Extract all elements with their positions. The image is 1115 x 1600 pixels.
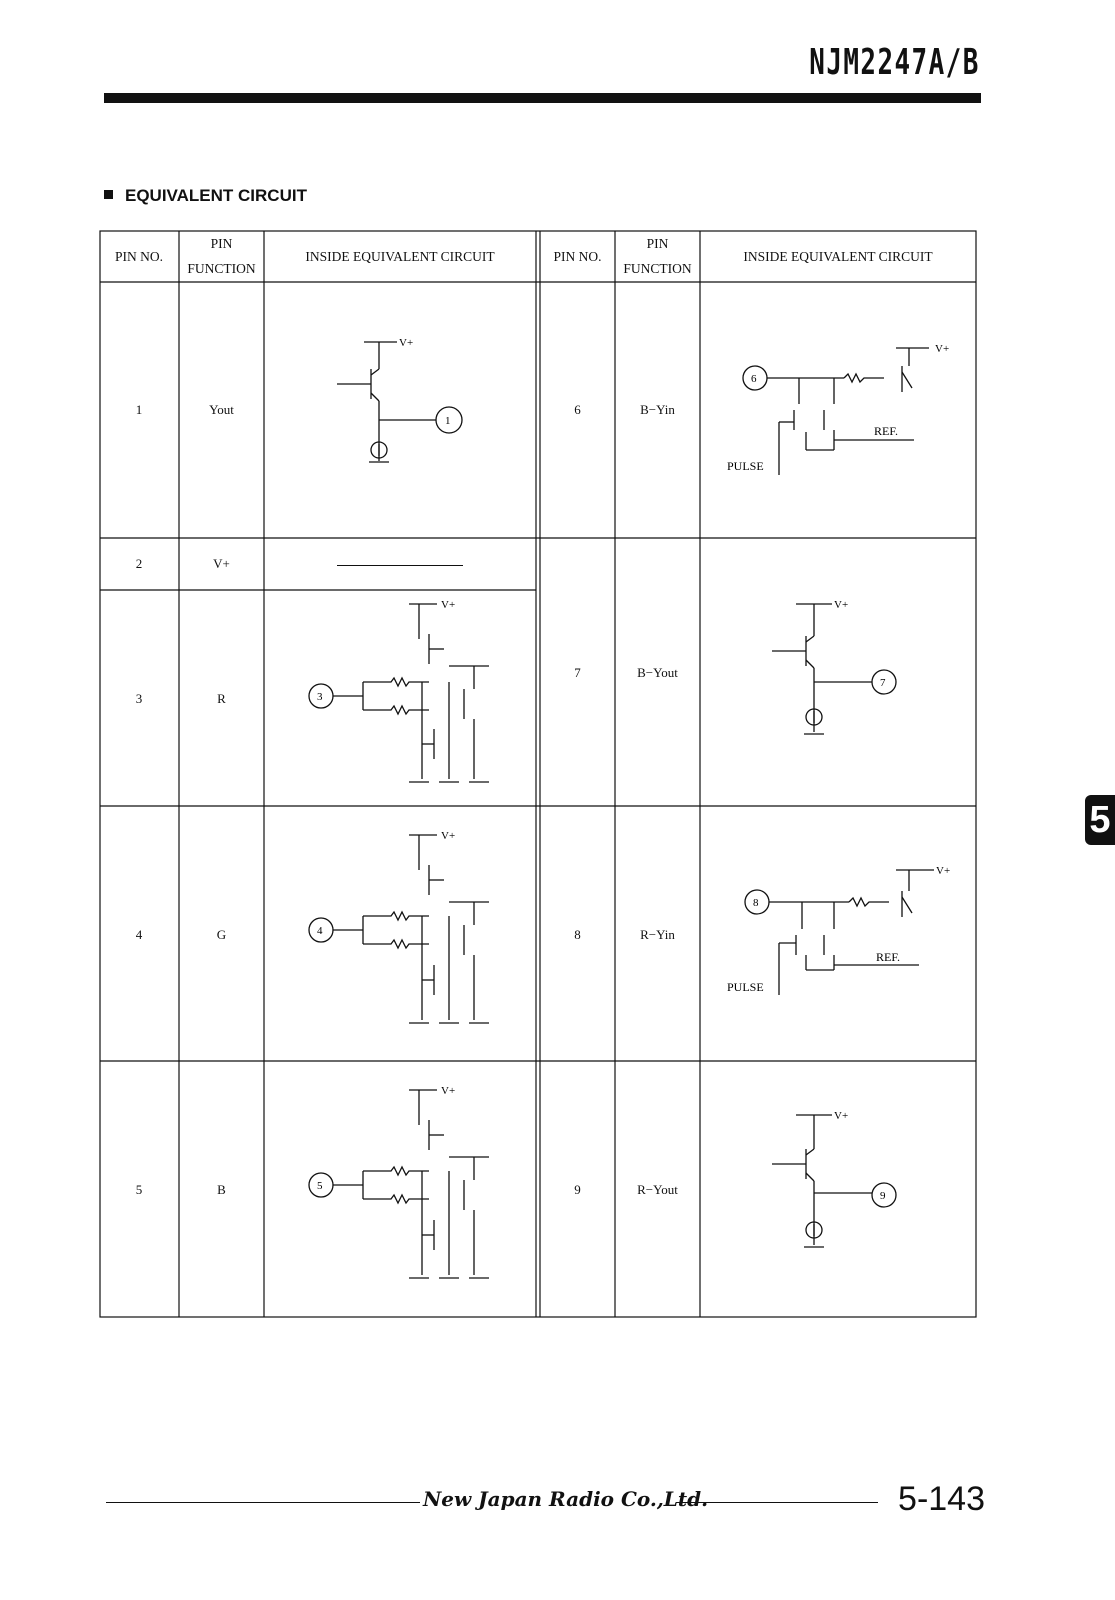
- circuit-pin-9: 9 V+: [772, 1110, 897, 1248]
- section-title-text: EQUIVALENT CIRCUIT: [125, 186, 307, 205]
- svg-text:8: 8: [753, 897, 759, 909]
- pin-7-number: 7: [574, 665, 581, 680]
- pin-4-function: G: [216, 927, 227, 942]
- header-function-left: FUNCTION: [187, 261, 256, 276]
- pin-1-number: 1: [135, 402, 143, 417]
- svg-text:PULSE: PULSE: [727, 980, 764, 994]
- circuit-pin-3: 3 V+: [308, 599, 489, 783]
- pulse-label: PULSE: [727, 459, 764, 473]
- pin-9-function: R−Yout: [637, 1182, 678, 1197]
- header-circuit-right: INSIDE EQUIVALENT CIRCUIT: [743, 249, 933, 264]
- svg-text:9: 9: [880, 1190, 886, 1202]
- svg-text:V+: V+: [935, 343, 949, 355]
- pin-5-function: B: [217, 1182, 226, 1197]
- svg-text:4: 4: [317, 925, 323, 937]
- svg-text:V+: V+: [936, 865, 950, 877]
- header-pin-no-right: PIN NO.: [553, 249, 602, 264]
- circuit-pin-4: 4 V+: [308, 830, 489, 1024]
- pin-3-function: R: [217, 691, 226, 706]
- svg-text:V+: V+: [834, 1110, 848, 1122]
- pin-4-number: 4: [135, 927, 143, 942]
- pin-2-no-circuit-dash: [337, 565, 463, 566]
- footer-rule-left: [106, 1502, 420, 1503]
- footer-rule-right: [676, 1502, 878, 1503]
- square-bullet-icon: [104, 190, 113, 200]
- pin-2-number: 2: [135, 556, 143, 571]
- header-function-right: FUNCTION: [623, 261, 692, 276]
- table-grid: [99, 230, 977, 1318]
- pin-1-function: Yout: [209, 402, 234, 417]
- company-logo-text: New Japan Radio Co.,Ltd.: [423, 1487, 709, 1511]
- svg-text:1: 1: [445, 415, 451, 427]
- pin-6-function: B−Yin: [640, 402, 675, 417]
- svg-text:7: 7: [880, 677, 886, 689]
- header-pin-left: PIN: [210, 236, 233, 251]
- pin-5-number: 5: [135, 1182, 143, 1197]
- circuit-pin-5: 5 V+: [308, 1085, 489, 1279]
- pin-9-number: 9: [574, 1182, 581, 1197]
- circuit-pin-6: 6 V+ REF. PULSE: [727, 343, 949, 475]
- svg-text:V+: V+: [834, 599, 848, 611]
- pin-8-number: 8: [574, 927, 581, 942]
- pin-3-number: 3: [135, 691, 143, 706]
- svg-text:6: 6: [751, 373, 757, 385]
- header-circuit-left: INSIDE EQUIVALENT CIRCUIT: [305, 249, 495, 264]
- pin-6-number: 6: [574, 402, 581, 417]
- pin-2-function: V+: [213, 556, 230, 571]
- header-pin-no-left: PIN NO.: [114, 249, 163, 264]
- svg-text:V+: V+: [441, 599, 455, 611]
- svg-text:REF.: REF.: [876, 950, 900, 964]
- pin-8-function: R−Yin: [640, 927, 675, 942]
- part-number: NJM2247A/B: [809, 42, 980, 83]
- circuit-pin-1: V+ 1: [337, 337, 463, 463]
- pin-7-function: B−Yout: [637, 665, 678, 680]
- header-pin-right: PIN: [646, 236, 669, 251]
- equivalent-circuit-table: PIN NO. PIN FUNCTION INSIDE EQUIVALENT C…: [99, 230, 977, 1318]
- chapter-tab: 5: [1085, 795, 1115, 845]
- circuit-pin-8: 8 V+ REF. PULSE: [727, 865, 950, 995]
- section-title: EQUIVALENT CIRCUIT: [104, 186, 307, 206]
- vplus-label: V+: [399, 337, 413, 349]
- page-number: 5-143: [898, 1480, 985, 1518]
- svg-text:V+: V+: [441, 830, 455, 842]
- circuit-pin-7: 7 V+: [772, 599, 897, 735]
- ref-label: REF.: [874, 424, 898, 438]
- header-rule: [104, 93, 981, 103]
- svg-text:5: 5: [317, 1180, 323, 1192]
- svg-text:3: 3: [317, 691, 323, 703]
- svg-text:V+: V+: [441, 1085, 455, 1097]
